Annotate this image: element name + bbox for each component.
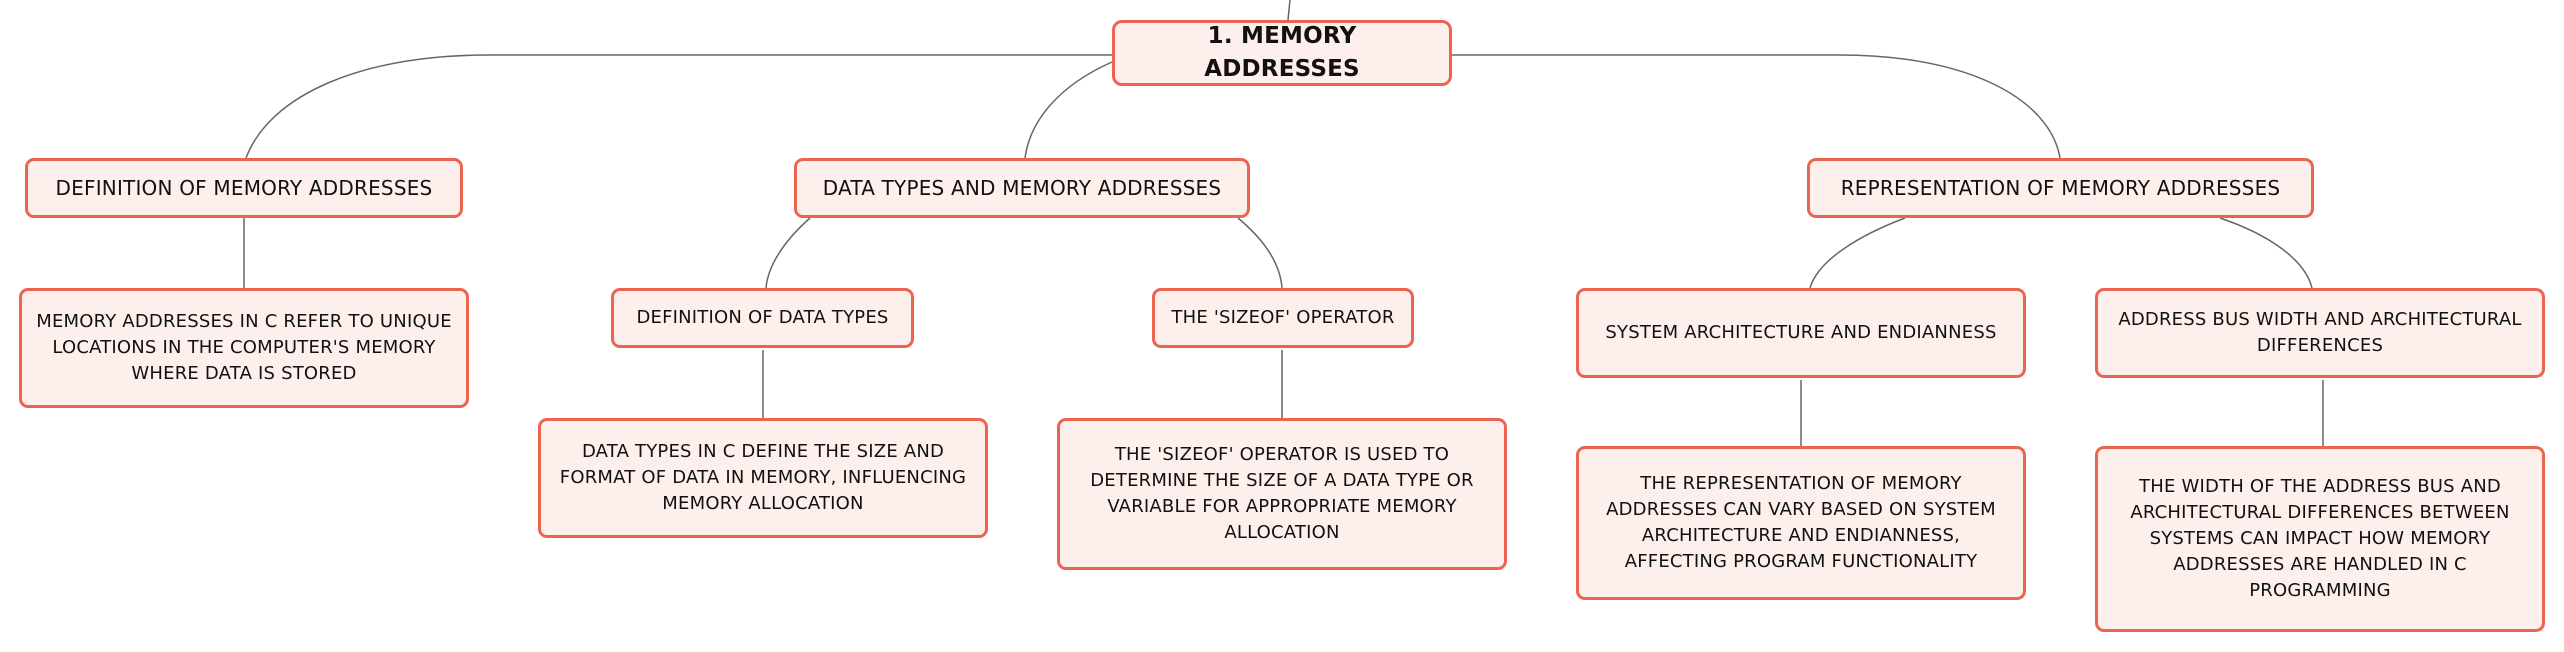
- connector-root-parent: [1287, 0, 1291, 21]
- branch-definition-node[interactable]: DEFINITION OF MEMORY ADDRESSES: [25, 158, 463, 218]
- subtopic-system-architecture-node[interactable]: SYSTEM ARCHITECTURE AND ENDIANNESS: [1576, 288, 2026, 378]
- subtopic-address-bus-width-label: ADDRESS BUS WIDTH AND ARCHITECTURAL DIFF…: [2118, 308, 2522, 356]
- branch-definition-label: DEFINITION OF MEMORY ADDRESSES: [55, 175, 433, 200]
- connector-root-to-datatypes: [1024, 61, 1113, 159]
- subtopic-address-bus-width-node[interactable]: ADDRESS BUS WIDTH AND ARCHITECTURAL DIFF…: [2095, 288, 2545, 378]
- subtopic-definition-of-data-types-node[interactable]: DEFINITION OF DATA TYPES: [611, 288, 914, 348]
- subtopic-sizeof-operator-label: THE 'SIZEOF' OPERATOR: [1171, 306, 1395, 328]
- branch-datatypes-label: DATA TYPES AND MEMORY ADDRESSES: [822, 175, 1222, 200]
- data-types-detail-node[interactable]: DATA TYPES IN C DEFINE THE SIZE AND FORM…: [538, 418, 988, 538]
- subtopic-definition-of-data-types-label: DEFINITION OF DATA TYPES: [636, 306, 889, 328]
- connector-root-to-representation: [1452, 54, 2061, 159]
- system-architecture-detail-text: THE REPRESENTATION OF MEMORY ADDRESSES C…: [1606, 472, 1996, 573]
- connector-representation-to-sysarch: [1809, 217, 1906, 289]
- branch-datatypes-node[interactable]: DATA TYPES AND MEMORY ADDRESSES: [794, 158, 1250, 218]
- root-topic-node[interactable]: 1. MEMORY ADDRESSES: [1112, 20, 1452, 86]
- connector-datatypes-to-sizeof: [1237, 217, 1283, 289]
- connector-representation-to-busbwidth: [2219, 217, 2313, 289]
- sizeof-detail-text: THE 'SIZEOF' OPERATOR IS USED TO DETERMI…: [1090, 443, 1474, 544]
- branch-representation-label: REPRESENTATION OF MEMORY ADDRESSES: [1840, 175, 2281, 200]
- sizeof-detail-node[interactable]: THE 'SIZEOF' OPERATOR IS USED TO DETERMI…: [1057, 418, 1507, 570]
- subtopic-system-architecture-label: SYSTEM ARCHITECTURE AND ENDIANNESS: [1605, 321, 1997, 343]
- definition-detail-node[interactable]: MEMORY ADDRESSES IN C REFER TO UNIQUE LO…: [19, 288, 469, 408]
- system-architecture-detail-node[interactable]: THE REPRESENTATION OF MEMORY ADDRESSES C…: [1576, 446, 2026, 600]
- root-topic-label: 1. MEMORY ADDRESSES: [1204, 22, 1360, 82]
- address-bus-width-detail-node[interactable]: THE WIDTH OF THE ADDRESS BUS AND ARCHITE…: [2095, 446, 2545, 632]
- branch-representation-node[interactable]: REPRESENTATION OF MEMORY ADDRESSES: [1807, 158, 2314, 218]
- definition-detail-text: MEMORY ADDRESSES IN C REFER TO UNIQUE LO…: [36, 310, 452, 385]
- address-bus-width-detail-text: THE WIDTH OF THE ADDRESS BUS AND ARCHITE…: [2130, 475, 2510, 602]
- connector-datatypes-to-def-types: [765, 217, 811, 289]
- connector-root-to-definition: [245, 54, 1112, 159]
- subtopic-sizeof-operator-node[interactable]: THE 'SIZEOF' OPERATOR: [1152, 288, 1414, 348]
- data-types-detail-text: DATA TYPES IN C DEFINE THE SIZE AND FORM…: [559, 440, 967, 515]
